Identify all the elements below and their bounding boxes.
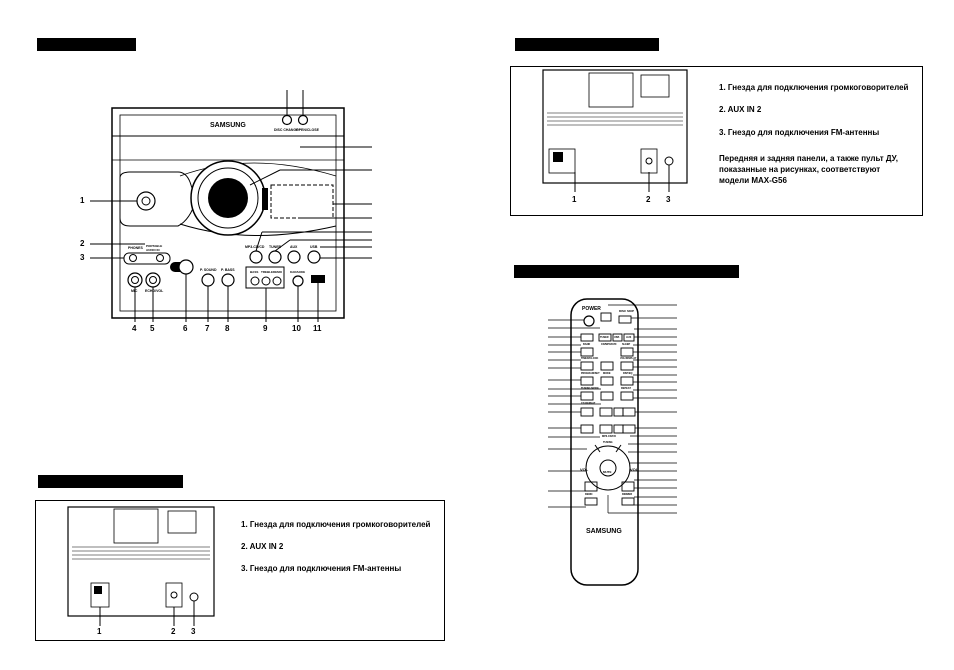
remote-power-label: POWER	[582, 306, 601, 312]
remote-timer-clock-label: TIMER/CLOCK	[581, 357, 599, 360]
back-panel-bottom-header-bar	[38, 475, 183, 488]
mp3-cd-button-label: MP3-CD/CD	[245, 245, 265, 249]
back-bottom-callout-1: 1	[97, 627, 102, 636]
phones-label: PHONES	[128, 246, 143, 250]
remote-cd-repeat-label: CD REPEAT	[581, 402, 596, 405]
back-top-callout-1: 1	[572, 195, 577, 204]
front-callout-4: 4	[132, 324, 137, 333]
back-bottom-item-3: 3. Гнездо для подключения FM-антенны	[241, 564, 402, 573]
front-callout-11: 11	[313, 324, 322, 333]
demo-label: DEMO	[273, 270, 282, 274]
back-top-callout-2: 2	[646, 195, 651, 204]
disc-change-label: DISC CHANGE	[274, 128, 299, 132]
back-panel-top-header-bar	[515, 38, 659, 51]
back-top-item-3: 3. Гнездо для подключения FM-антенны	[719, 128, 880, 137]
back-top-item-1: 1. Гнезда для подключения громкоговорите…	[719, 83, 909, 92]
remote-band-label: BAND	[583, 343, 591, 346]
remote-cd-mp3-dvd-label: CD/MP3/DVD	[601, 343, 617, 346]
remote-repeat-label: REPEAT	[621, 387, 631, 390]
p-sound-label: P. SOUND	[200, 268, 217, 272]
mic-label: MIC	[131, 289, 138, 293]
remote-demo-label: DEMO	[585, 493, 593, 496]
front-callout-7: 7	[205, 324, 210, 333]
bass-label: BASS	[250, 270, 259, 274]
back-panel-top-box: 1 2 3 1. Гнезда для подключения громкого…	[510, 66, 923, 216]
back-panel-top-drawing	[542, 69, 688, 192]
back-bottom-callout-2: 2	[171, 627, 176, 636]
remote-program-set-label: PROGRAM/SET	[581, 372, 600, 375]
remote-dimmer-label: DIMMER	[622, 493, 633, 496]
front-panel-header-bar	[37, 38, 136, 51]
remote-vol-minus-label: VOL	[580, 467, 589, 472]
front-callout-10: 10	[292, 324, 301, 333]
remote-dsp-eq-label: DSP/EQ	[623, 372, 633, 375]
remote-power-button[interactable]	[584, 316, 594, 326]
remote-header-bar	[514, 265, 739, 278]
remote-mute-label: MUTE	[603, 470, 612, 474]
front-callout-5: 5	[150, 324, 155, 333]
front-callout-9: 9	[263, 324, 268, 333]
remote-usb-label: USB	[614, 336, 620, 339]
echo-vol-label: ECHO/VOL	[145, 289, 164, 293]
front-callout-8: 8	[225, 324, 230, 333]
remote-vol-display-label: VOL/DISPLAY	[620, 357, 637, 360]
back-top-item-2: 2. AUX IN 2	[719, 105, 762, 114]
remote-aux-label: AUX	[626, 336, 632, 339]
front-callout-1: 1	[80, 196, 85, 205]
remote-mp3-cd-label: MP3-CD/CD	[602, 435, 616, 438]
tuner-button-label: TUNER	[269, 245, 282, 249]
back-top-callout-3: 3	[666, 195, 671, 204]
back-bottom-callout-3: 3	[191, 627, 196, 636]
karaoke-label: KARAOKE	[290, 270, 306, 274]
remote-tuning-mode-label: TUNING MODE	[581, 387, 599, 390]
portable-audio-in-label: PORTABLE AUDIO IN	[146, 244, 163, 252]
back-top-model-note: Передняя и задняя панели, а также пульт …	[719, 154, 898, 185]
back-bottom-item-1: 1. Гнезда для подключения громкоговорите…	[241, 520, 431, 529]
front-panel-brand: SAMSUNG	[210, 122, 246, 129]
open-close-label: OPEN/CLOSE	[296, 128, 319, 132]
remote-tuner-label: TUNER	[600, 336, 609, 339]
remote-vol-plus-label: VOL	[630, 467, 639, 472]
remote-sleep-label: SLEEP	[622, 343, 631, 346]
aux-button-label: AUX	[290, 245, 298, 249]
back-panel-bottom-box: 1 2 3 1. Гнезда для подключения громкого…	[35, 500, 445, 641]
remote-disc-skip-label: DISC SKIP	[619, 309, 635, 313]
p-bass-label: P. BASS	[221, 268, 235, 272]
treble-label: TREBLE	[261, 270, 273, 274]
remote-tuning-up-label: TUNING	[603, 441, 613, 444]
front-callout-3: 3	[80, 253, 85, 262]
usb-button-label: USB	[310, 245, 318, 249]
back-bottom-item-2: 2. AUX IN 2	[241, 542, 284, 551]
remote-brand: SAMSUNG	[586, 528, 622, 535]
front-callout-2: 2	[80, 239, 85, 248]
front-callout-6: 6	[183, 324, 188, 333]
back-panel-bottom-drawing	[67, 506, 215, 626]
remote-mode-label: MODE	[603, 372, 611, 375]
